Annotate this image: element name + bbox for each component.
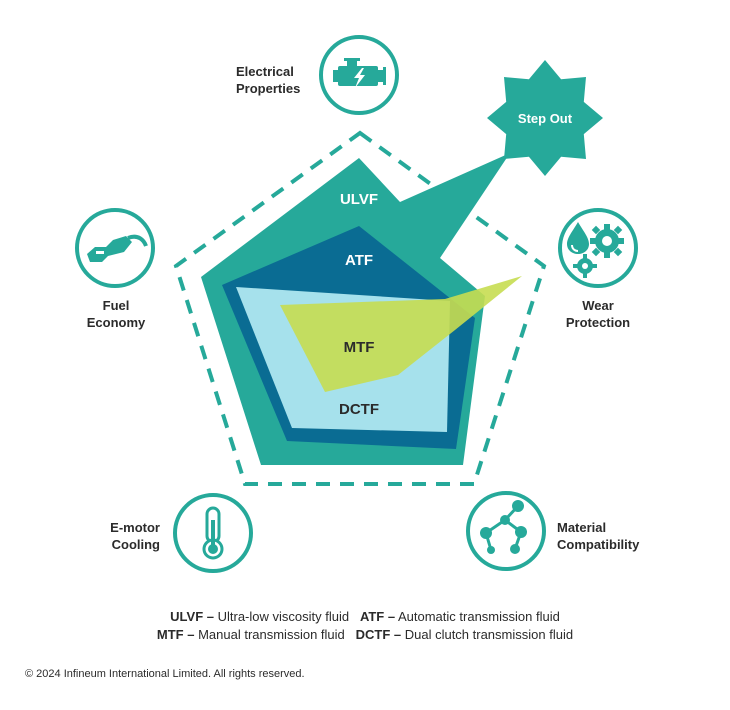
- axis-label-line1: Wear: [582, 298, 614, 313]
- mtf-label: MTF: [344, 339, 375, 356]
- axis-label-line2: Economy: [86, 315, 146, 330]
- mtf-shape: [280, 276, 522, 392]
- thermometer-icon: [173, 493, 253, 573]
- axis-label-line2: Properties: [236, 81, 301, 96]
- step-out-badge: [487, 60, 603, 176]
- drop-gears-icon: [558, 208, 638, 288]
- axis-label-line1: Fuel: [102, 298, 130, 313]
- legend-row-2: MTF – Manual transmission fluid DCTF – D…: [0, 627, 730, 642]
- step-out-label: Step Out: [518, 111, 573, 126]
- fuel-nozzle-icon: [75, 208, 155, 288]
- molecule-icon: [466, 491, 546, 571]
- axis-label-emotor: E-motor Cooling: [100, 519, 160, 553]
- axis-label-material: Material Compatibility: [557, 519, 639, 553]
- legend-text-dctf: Dual clutch transmission fluid: [401, 627, 574, 642]
- ulvf-label: ULVF: [340, 191, 378, 208]
- axis-label-line2: Protection: [565, 315, 631, 330]
- axis-label-line1: E-motor: [110, 520, 160, 535]
- axis-label-electrical: Electrical Properties: [236, 63, 300, 97]
- copyright-notice: © 2024 Infineum International Limited. A…: [25, 668, 305, 680]
- axis-label-fuel: Fuel Economy: [80, 297, 152, 331]
- axis-label-line2: Cooling: [111, 537, 160, 552]
- legend-abbr-dctf: DCTF –: [355, 627, 402, 642]
- legend-text-mtf: Manual transmission fluid: [194, 627, 345, 642]
- legend-text-atf: Automatic transmission fluid: [395, 609, 560, 624]
- legend-abbr-atf: ATF –: [359, 609, 396, 624]
- axis-label-line1: Material: [557, 520, 607, 535]
- legend-abbr-mtf: MTF –: [156, 627, 195, 642]
- engine-bolt-icon: [319, 35, 399, 115]
- atf-label: ATF: [345, 252, 373, 269]
- axis-label-line2: Compatibility: [557, 537, 640, 552]
- legend-row-1: ULVF – Ultra-low viscosity fluid ATF – A…: [0, 609, 730, 624]
- dctf-label: DCTF: [339, 401, 379, 418]
- legend-abbr-ulvf: ULVF –: [170, 609, 214, 624]
- legend-text-ulvf: Ultra-low viscosity fluid: [214, 609, 350, 624]
- axis-label-wear: Wear Protection: [561, 297, 635, 331]
- axis-label-line1: Electrical: [236, 64, 294, 79]
